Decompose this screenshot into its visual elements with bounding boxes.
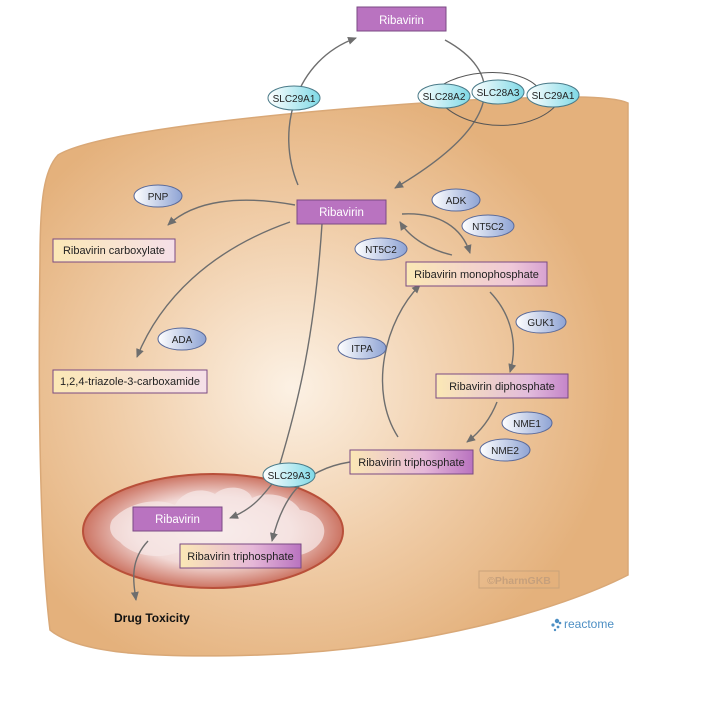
metabolite-ribavirin-triphosphate-mitochondrial[interactable]: Ribavirin triphosphate [179, 543, 302, 569]
enzyme-label: NME1 [513, 419, 541, 430]
metabolite-ribavirin-carboxylate[interactable]: Ribavirin carboxylate [52, 238, 176, 263]
metabolite-ribavirin-monophosphate[interactable]: Ribavirin monophosphate [405, 261, 548, 287]
metabolite-label: Ribavirin triphosphate [358, 457, 464, 469]
reactome-logo: reactome [551, 617, 614, 632]
arrow-dp-to-tp [466, 401, 498, 443]
transporter-label: SLC29A3 [268, 471, 311, 482]
arrow-mp-to-ribavirin [399, 221, 453, 256]
svg-text:reactome: reactome [564, 617, 614, 631]
transporter-label: SLC28A2 [423, 92, 466, 103]
transporter-slc28a3[interactable]: SLC28A3 [471, 79, 525, 105]
enzyme-label: NT5C2 [365, 245, 397, 256]
arrow-to-toxicity [130, 540, 149, 601]
pharmgkb-watermark: ©PharmGKB [478, 570, 560, 589]
transporter-label: SLC29A1 [273, 94, 316, 105]
enzyme-nt5c2-right[interactable]: NT5C2 [461, 214, 515, 238]
enzyme-label: NT5C2 [472, 222, 504, 233]
enzyme-label: ADK [446, 196, 467, 207]
metabolite-ribavirin-intracellular[interactable]: Ribavirin [296, 199, 387, 225]
enzyme-guk1[interactable]: GUK1 [515, 310, 567, 334]
arrow-to-triazole [136, 221, 291, 358]
metabolite-ribavirin-triphosphate[interactable]: Ribavirin triphosphate [349, 449, 474, 475]
metabolite-ribavirin-mitochondrial[interactable]: Ribavirin [132, 506, 223, 532]
metabolite-label: Ribavirin [319, 207, 364, 219]
enzyme-label: ADA [172, 335, 193, 346]
transporter-slc29a1-right[interactable]: SLC29A1 [526, 82, 580, 108]
metabolite-label: Ribavirin [379, 15, 424, 27]
arrow-tp-into-mito [270, 461, 351, 542]
metabolite-label: Ribavirin diphosphate [449, 381, 555, 393]
reactome-logo-icon [551, 618, 562, 632]
enzyme-nme1[interactable]: NME1 [501, 411, 553, 435]
metabolite-label: Ribavirin carboxylate [63, 245, 165, 257]
enzyme-adk[interactable]: ADK [431, 188, 481, 212]
enzyme-ada[interactable]: ADA [157, 327, 207, 351]
arrow-into-mito [229, 223, 323, 519]
metabolite-label: Ribavirin triphosphate [187, 551, 293, 563]
outcome-drug-toxicity: Drug Toxicity [114, 611, 190, 625]
arrow-mp-to-dp [489, 291, 517, 373]
metabolite-label: 1,2,4-triazole-3-carboxamide [60, 376, 200, 388]
enzyme-pnp[interactable]: PNP [133, 184, 183, 208]
metabolite-label: Ribavirin [155, 514, 200, 526]
pathway-arrows [130, 36, 517, 601]
transporter-label: SLC28A3 [477, 88, 520, 99]
enzyme-itpa[interactable]: ITPA [337, 336, 387, 360]
enzyme-nt5c2-left[interactable]: NT5C2 [354, 237, 408, 261]
transporter-slc29a1-left[interactable]: SLC29A1 [267, 85, 321, 111]
transporter-slc28a2[interactable]: SLC28A2 [417, 83, 471, 109]
enzyme-nme2[interactable]: NME2 [479, 438, 531, 462]
metabolite-label: Ribavirin monophosphate [414, 269, 539, 281]
arrow-to-mp [401, 213, 472, 254]
metabolite-ribavirin-diphosphate[interactable]: Ribavirin diphosphate [435, 373, 569, 399]
enzyme-label: NME2 [491, 446, 519, 457]
enzyme-label: PNP [148, 192, 169, 203]
enzyme-label: ITPA [351, 344, 373, 355]
arrow-tp-to-mp [381, 284, 421, 438]
transporter-slc29a3[interactable]: SLC29A3 [262, 462, 316, 488]
metabolite-triazole-carboxamide[interactable]: 1,2,4-triazole-3-carboxamide [52, 369, 208, 394]
metabolite-ribavirin-extracellular[interactable]: Ribavirin [356, 6, 447, 32]
enzyme-label: GUK1 [527, 318, 555, 329]
svg-text:©PharmGKB: ©PharmGKB [487, 575, 551, 587]
transporter-label: SLC29A1 [532, 91, 575, 102]
arrow-to-carboxylate [167, 199, 296, 226]
